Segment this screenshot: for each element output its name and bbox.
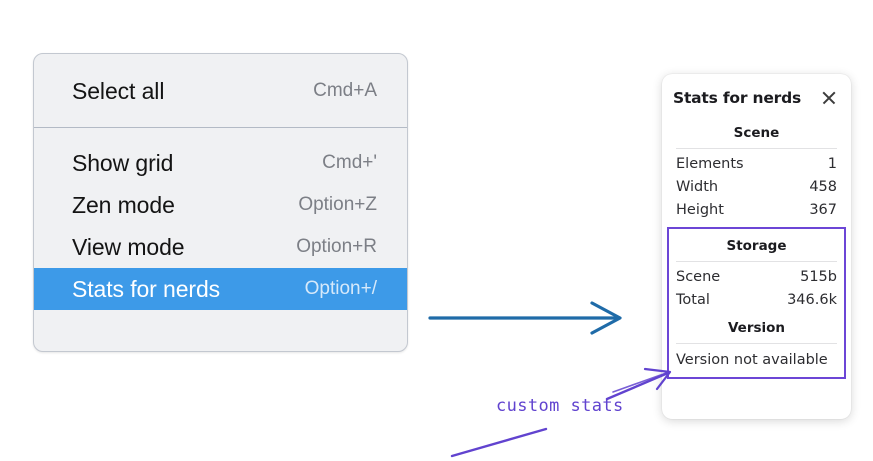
menu-item-zen-mode[interactable]: Zen mode Option+Z — [34, 184, 407, 226]
stat-row-width: Width 458 — [673, 175, 840, 198]
panel-header: Stats for nerds — [673, 74, 840, 116]
menu-item-view-mode[interactable]: View mode Option+R — [34, 226, 407, 268]
close-icon[interactable] — [820, 89, 838, 107]
context-menu[interactable]: Select all Cmd+A Show grid Cmd+' Zen mod… — [33, 53, 408, 352]
section-divider — [676, 343, 837, 344]
annotation-label: custom stats — [496, 396, 624, 416]
stat-value: 346.6k — [787, 291, 837, 308]
blue-arrow — [428, 301, 622, 335]
menu-item-label: Zen mode — [72, 191, 175, 218]
menu-item-label: Show grid — [72, 149, 174, 176]
menu-item-select-all[interactable]: Select all Cmd+A — [34, 70, 407, 112]
stat-row-storage-scene: Scene 515b — [673, 265, 840, 288]
stat-value: 367 — [809, 201, 837, 218]
stat-label: Total — [676, 291, 710, 308]
version-note: Version not available — [676, 352, 828, 368]
stat-value: 515b — [800, 268, 837, 285]
menu-separator — [34, 127, 407, 128]
section-divider — [676, 148, 837, 149]
pen-stroke — [450, 427, 548, 458]
menu-item-label: Stats for nerds — [72, 275, 221, 302]
menu-group-primary: Select all Cmd+A — [34, 54, 407, 127]
section-heading-scene: Scene — [733, 125, 780, 141]
menu-item-shortcut: Option+/ — [304, 278, 377, 299]
stat-row-elements: Elements 1 — [673, 152, 840, 175]
section-heading-storage: Storage — [726, 238, 787, 254]
stat-label: Width — [676, 178, 719, 195]
panel-title: Stats for nerds — [673, 88, 802, 107]
menu-item-label: View mode — [72, 233, 185, 260]
menu-item-shortcut: Option+R — [296, 236, 377, 257]
menu-item-stats-for-nerds[interactable]: Stats for nerds Option+/ — [34, 268, 407, 310]
menu-item-shortcut: Cmd+A — [313, 80, 377, 101]
stats-for-nerds-panel: Stats for nerds Scene Elements 1 Width 4… — [662, 74, 851, 419]
menu-item-label: Select all — [72, 77, 165, 104]
stat-label: Scene — [676, 268, 721, 285]
section-divider — [676, 261, 837, 262]
menu-item-shortcut: Option+Z — [298, 194, 377, 215]
purple-arrow — [605, 367, 672, 401]
stat-value: 458 — [809, 178, 837, 195]
menu-item-show-grid[interactable]: Show grid Cmd+' — [34, 142, 407, 184]
stat-label: Height — [676, 201, 724, 218]
stat-row-height: Height 367 — [673, 198, 840, 221]
stat-label: Elements — [676, 155, 744, 172]
menu-item-shortcut: Cmd+' — [322, 152, 377, 173]
custom-stats-highlight-box: Storage Scene 515b Total 346.6k Version … — [667, 227, 846, 379]
menu-group-view: Show grid Cmd+' Zen mode Option+Z View m… — [34, 128, 407, 326]
section-heading-version: Version — [727, 320, 786, 336]
stat-row-storage-total: Total 346.6k — [673, 288, 840, 311]
stat-value: 1 — [827, 155, 837, 172]
